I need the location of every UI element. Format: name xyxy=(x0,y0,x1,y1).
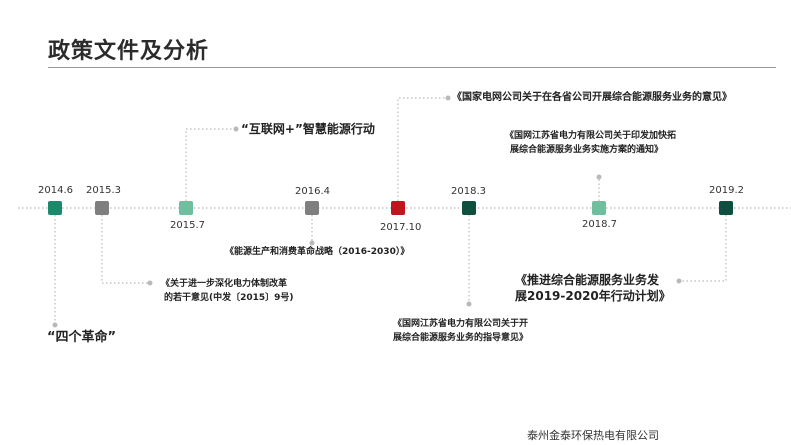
connector-dot xyxy=(445,95,451,101)
connector-2017-10 xyxy=(397,97,448,201)
connector-dot xyxy=(52,322,58,328)
milestone-marker-2018-3 xyxy=(462,201,476,215)
milestone-marker-2018-7 xyxy=(592,201,606,215)
note-2015-3: 《关于进一步深化电力体制改革 的若干意见(中发〔2015〕9号) xyxy=(161,277,294,305)
connector-dot xyxy=(147,280,153,286)
note-2019-2-line2: 展2019-2020年行动计划》 xyxy=(515,289,671,303)
note-2018-7-line1: 《国网江苏省电力有限公司关于印发加快拓 xyxy=(505,131,677,141)
connector-dot xyxy=(309,240,315,246)
milestone-marker-2016-4 xyxy=(305,201,319,215)
connector-dot xyxy=(466,301,472,307)
connector-dot xyxy=(596,174,602,180)
connector-dot xyxy=(676,278,682,284)
note-2014-6: “四个革命” xyxy=(47,330,117,345)
connector-dot xyxy=(233,126,239,132)
milestone-marker-2014-6 xyxy=(48,201,62,215)
page-title: 政策文件及分析 xyxy=(48,39,210,64)
milestone-marker-2017-10 xyxy=(391,201,405,215)
note-2018-7-line2: 展综合能源服务业务实施方案的通知》 xyxy=(510,145,664,155)
date-label-2014-6: 2014.6 xyxy=(38,185,73,196)
date-label-2015-3: 2015.3 xyxy=(86,185,121,196)
date-label-2018-3: 2018.3 xyxy=(451,186,486,197)
note-2019-2: 《推进综合能源服务业务发 展2019-2020年行动计划》 xyxy=(515,272,671,304)
note-2017-10: 《国家电网公司关于在各省公司开展综合能源服务业务的意见》 xyxy=(452,92,732,103)
title-divider xyxy=(48,67,776,68)
milestone-marker-2015-7 xyxy=(179,201,193,215)
date-label-2019-2: 2019.2 xyxy=(709,185,744,196)
company-footer: 泰州金泰环保热电有限公司 xyxy=(527,429,659,442)
date-label-2016-4: 2016.4 xyxy=(295,186,330,197)
connector-2015-3 xyxy=(101,215,150,284)
milestone-marker-2019-2 xyxy=(719,201,733,215)
note-2019-2-line1: 《推进综合能源服务业务发 xyxy=(515,273,660,287)
connector-2015-7 xyxy=(185,128,236,201)
note-2018-3-line1: 《国网江苏省电力有限公司关于开 xyxy=(393,319,529,329)
note-2015-3-line2: 的若干意见(中发〔2015〕9号) xyxy=(164,293,294,303)
note-2018-7: 《国网江苏省电力有限公司关于印发加快拓 展综合能源服务业务实施方案的通知》 xyxy=(505,129,676,157)
milestone-marker-2015-3 xyxy=(95,201,109,215)
note-2015-3-line1: 《关于进一步深化电力体制改革 xyxy=(161,279,288,289)
note-2018-3: 《国网江苏省电力有限公司关于开 展综合能源服务业务的指导意见》 xyxy=(393,317,528,345)
note-2018-3-line2: 展综合能源服务业务的指导意见》 xyxy=(393,333,529,343)
date-label-2015-7: 2015.7 xyxy=(170,220,205,231)
date-label-2018-7: 2018.7 xyxy=(582,219,617,230)
date-label-2017-10: 2017.10 xyxy=(380,222,422,233)
note-2015-7: “互联网+”智慧能源行动 xyxy=(241,122,375,136)
note-2016-4: 《能源生产和消费革命战略（2016-2030）》 xyxy=(225,247,410,257)
connector-2019-2 xyxy=(679,215,727,282)
